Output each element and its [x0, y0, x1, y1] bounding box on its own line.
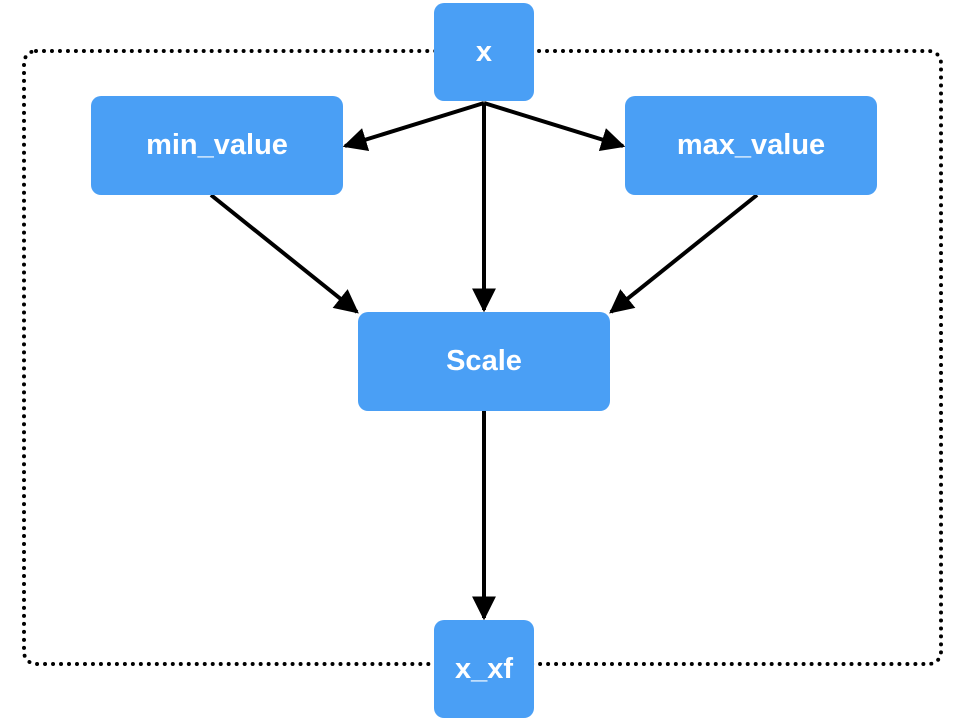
node-min-value[interactable]: min_value [91, 96, 343, 195]
edge-min-value-to-scale [209, 193, 359, 314]
node-scale-label: Scale [446, 345, 522, 377]
node-x-xf-label: x_xf [454, 652, 514, 685]
node-min-value-label: min_value [146, 129, 288, 161]
node-max-value[interactable]: max_value [625, 96, 877, 195]
edge-x-to-min-value [342, 101, 485, 152]
node-scale[interactable]: Scale [358, 312, 610, 411]
edge-max-value-to-scale [609, 193, 759, 314]
node-x[interactable]: x [434, 3, 534, 101]
node-x-label: x [475, 35, 493, 68]
node-max-value-label: max_value [676, 129, 826, 161]
edge-x-to-max-value [483, 101, 626, 152]
node-x-xf[interactable]: x_xf [434, 620, 534, 718]
